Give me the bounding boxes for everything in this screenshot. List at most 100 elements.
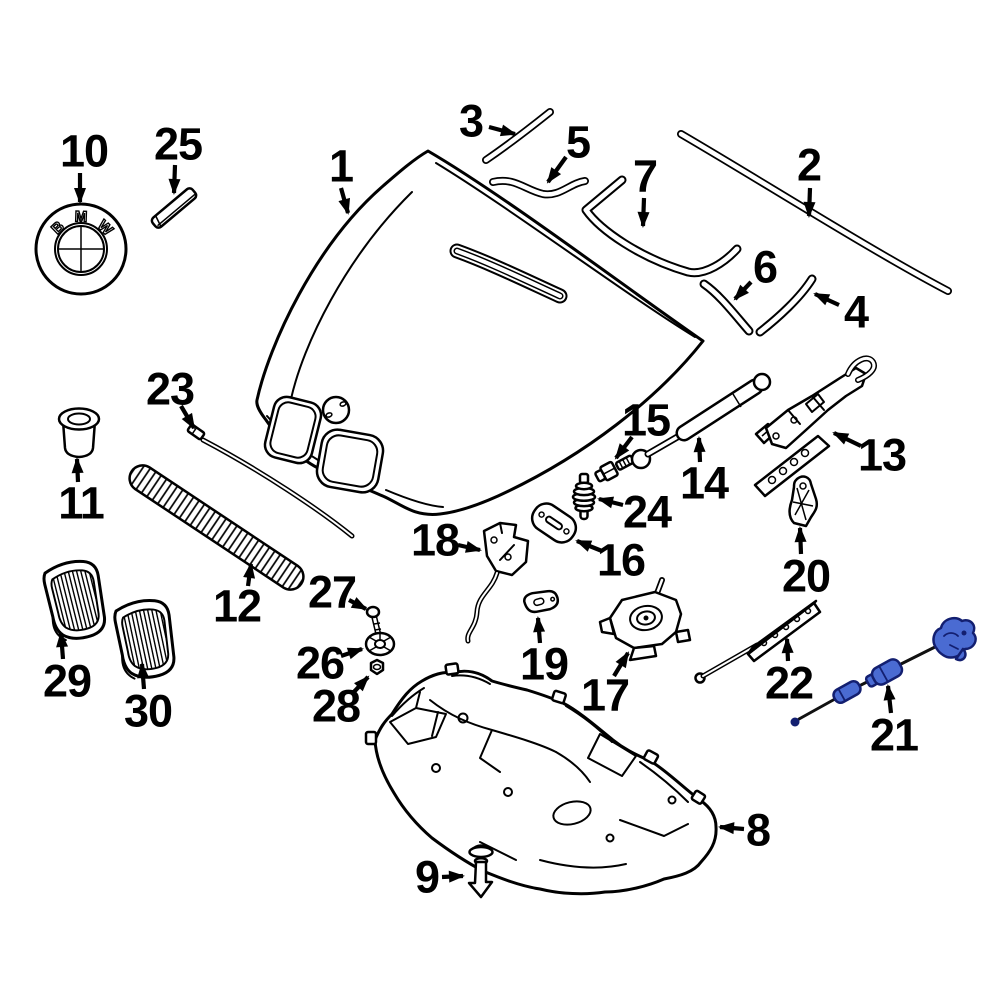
callout-26: 26 [296,638,364,689]
callout-arrow-17 [612,651,630,678]
callout-3: 3 [459,96,517,147]
cable-end-ball [790,717,800,727]
callout-arrow-22 [781,637,794,662]
callout-label-10: 10 [60,126,108,177]
callout-label-12: 12 [213,581,261,632]
callout-arrow-24 [597,496,624,509]
callout-30: 30 [124,662,173,737]
callout-1: 1 [329,141,354,215]
callout-arrow-16 [575,539,603,553]
callout-17: 17 [581,651,630,721]
callout-13: 13 [832,430,907,481]
callout-arrow-9 [441,870,465,883]
cable-ferrule-small [832,679,862,705]
part-washer-26 [364,631,396,657]
callout-label-27: 27 [308,567,356,618]
callout-arrow-28 [350,675,370,696]
part-hood-panel [255,149,705,516]
callout-14: 14 [680,436,730,509]
part-oval-plate-16 [530,502,578,544]
callout-25: 25 [154,119,203,195]
callout-arrow-11 [71,457,84,483]
callout-arrow-25 [168,164,181,195]
part-release-bracket-22 [694,599,822,684]
callout-2: 2 [797,140,822,218]
callout-arrow-1 [338,187,351,215]
callout-18: 18 [411,515,482,566]
callout-arrow-6 [733,280,753,301]
callout-24: 24 [597,487,673,538]
callout-10: 10 [60,126,109,204]
part-release-cable-21 [790,616,977,727]
part-bolt-15 [594,454,635,483]
callout-label-30: 30 [124,686,172,737]
callout-4: 4 [813,287,870,338]
hood-rear-inner-edge [435,162,696,338]
callout-28: 28 [312,675,370,732]
callout-7: 7 [633,151,658,228]
callout-label-5: 5 [566,117,590,168]
cable-handle [932,616,977,662]
part-buffer-24 [571,472,597,521]
callout-12: 12 [213,562,262,632]
part-front-seal-12 [128,464,305,591]
part-gas-strut-14 [630,372,772,470]
callout-arrow-26 [340,647,364,660]
callout-arrow-13 [832,431,862,448]
part-seal-strip-7 [581,175,742,278]
part-small-plate-19 [523,589,560,614]
callout-arrow-19 [533,616,546,644]
callout-label-3: 3 [459,96,483,147]
callout-arrow-20 [794,526,807,555]
callout-5: 5 [546,117,591,184]
callout-label-11: 11 [58,478,104,529]
callout-arrow-14 [693,436,706,463]
callout-label-1: 1 [329,141,353,192]
callout-arrow-30 [137,662,150,690]
callout-arrow-15 [614,435,634,460]
callout-label-28: 28 [312,681,360,732]
callout-6: 6 [733,242,778,301]
callout-arrow-4 [813,292,840,307]
callout-8: 8 [718,805,771,856]
callout-arrow-21 [883,684,896,714]
callout-27: 27 [308,567,368,618]
callout-arrow-27 [348,597,368,611]
callout-15: 15 [614,395,671,460]
callout-label-2: 2 [797,140,821,191]
part-hood-hinge-13 [753,355,877,498]
callout-label-7: 7 [633,151,657,202]
callout-11: 11 [58,457,105,529]
callout-label-26: 26 [296,638,344,689]
callout-label-23: 23 [146,364,194,415]
callout-21: 21 [870,684,919,761]
callout-arrow-29 [56,631,69,660]
callout-label-24: 24 [623,487,672,538]
part-bmw-emblem: B M W [34,202,128,296]
callout-29: 29 [43,631,92,707]
callout-arrow-12 [243,562,256,587]
callout-label-6: 6 [753,242,777,293]
callout-arrow-5 [546,155,568,184]
callout-label-9: 9 [415,852,439,903]
callout-label-21: 21 [870,710,918,761]
part-nut-28 [369,658,385,676]
hood-kidney-opening-left [263,395,323,465]
part-hood-latch-17 [598,577,692,662]
callout-label-18: 18 [411,515,459,566]
callout-9: 9 [415,852,465,903]
callout-label-13: 13 [858,430,906,481]
emblem-letter-m: M [74,208,87,225]
callout-arrow-23 [179,404,196,430]
callout-16: 16 [575,535,646,586]
callout-label-25: 25 [154,119,202,170]
callout-label-20: 20 [782,551,830,602]
callout-20: 20 [782,526,831,602]
callout-label-4: 4 [844,287,869,338]
callout-label-29: 29 [43,656,91,707]
part-grille-29 [39,554,114,646]
callout-arrow-8 [718,822,745,835]
